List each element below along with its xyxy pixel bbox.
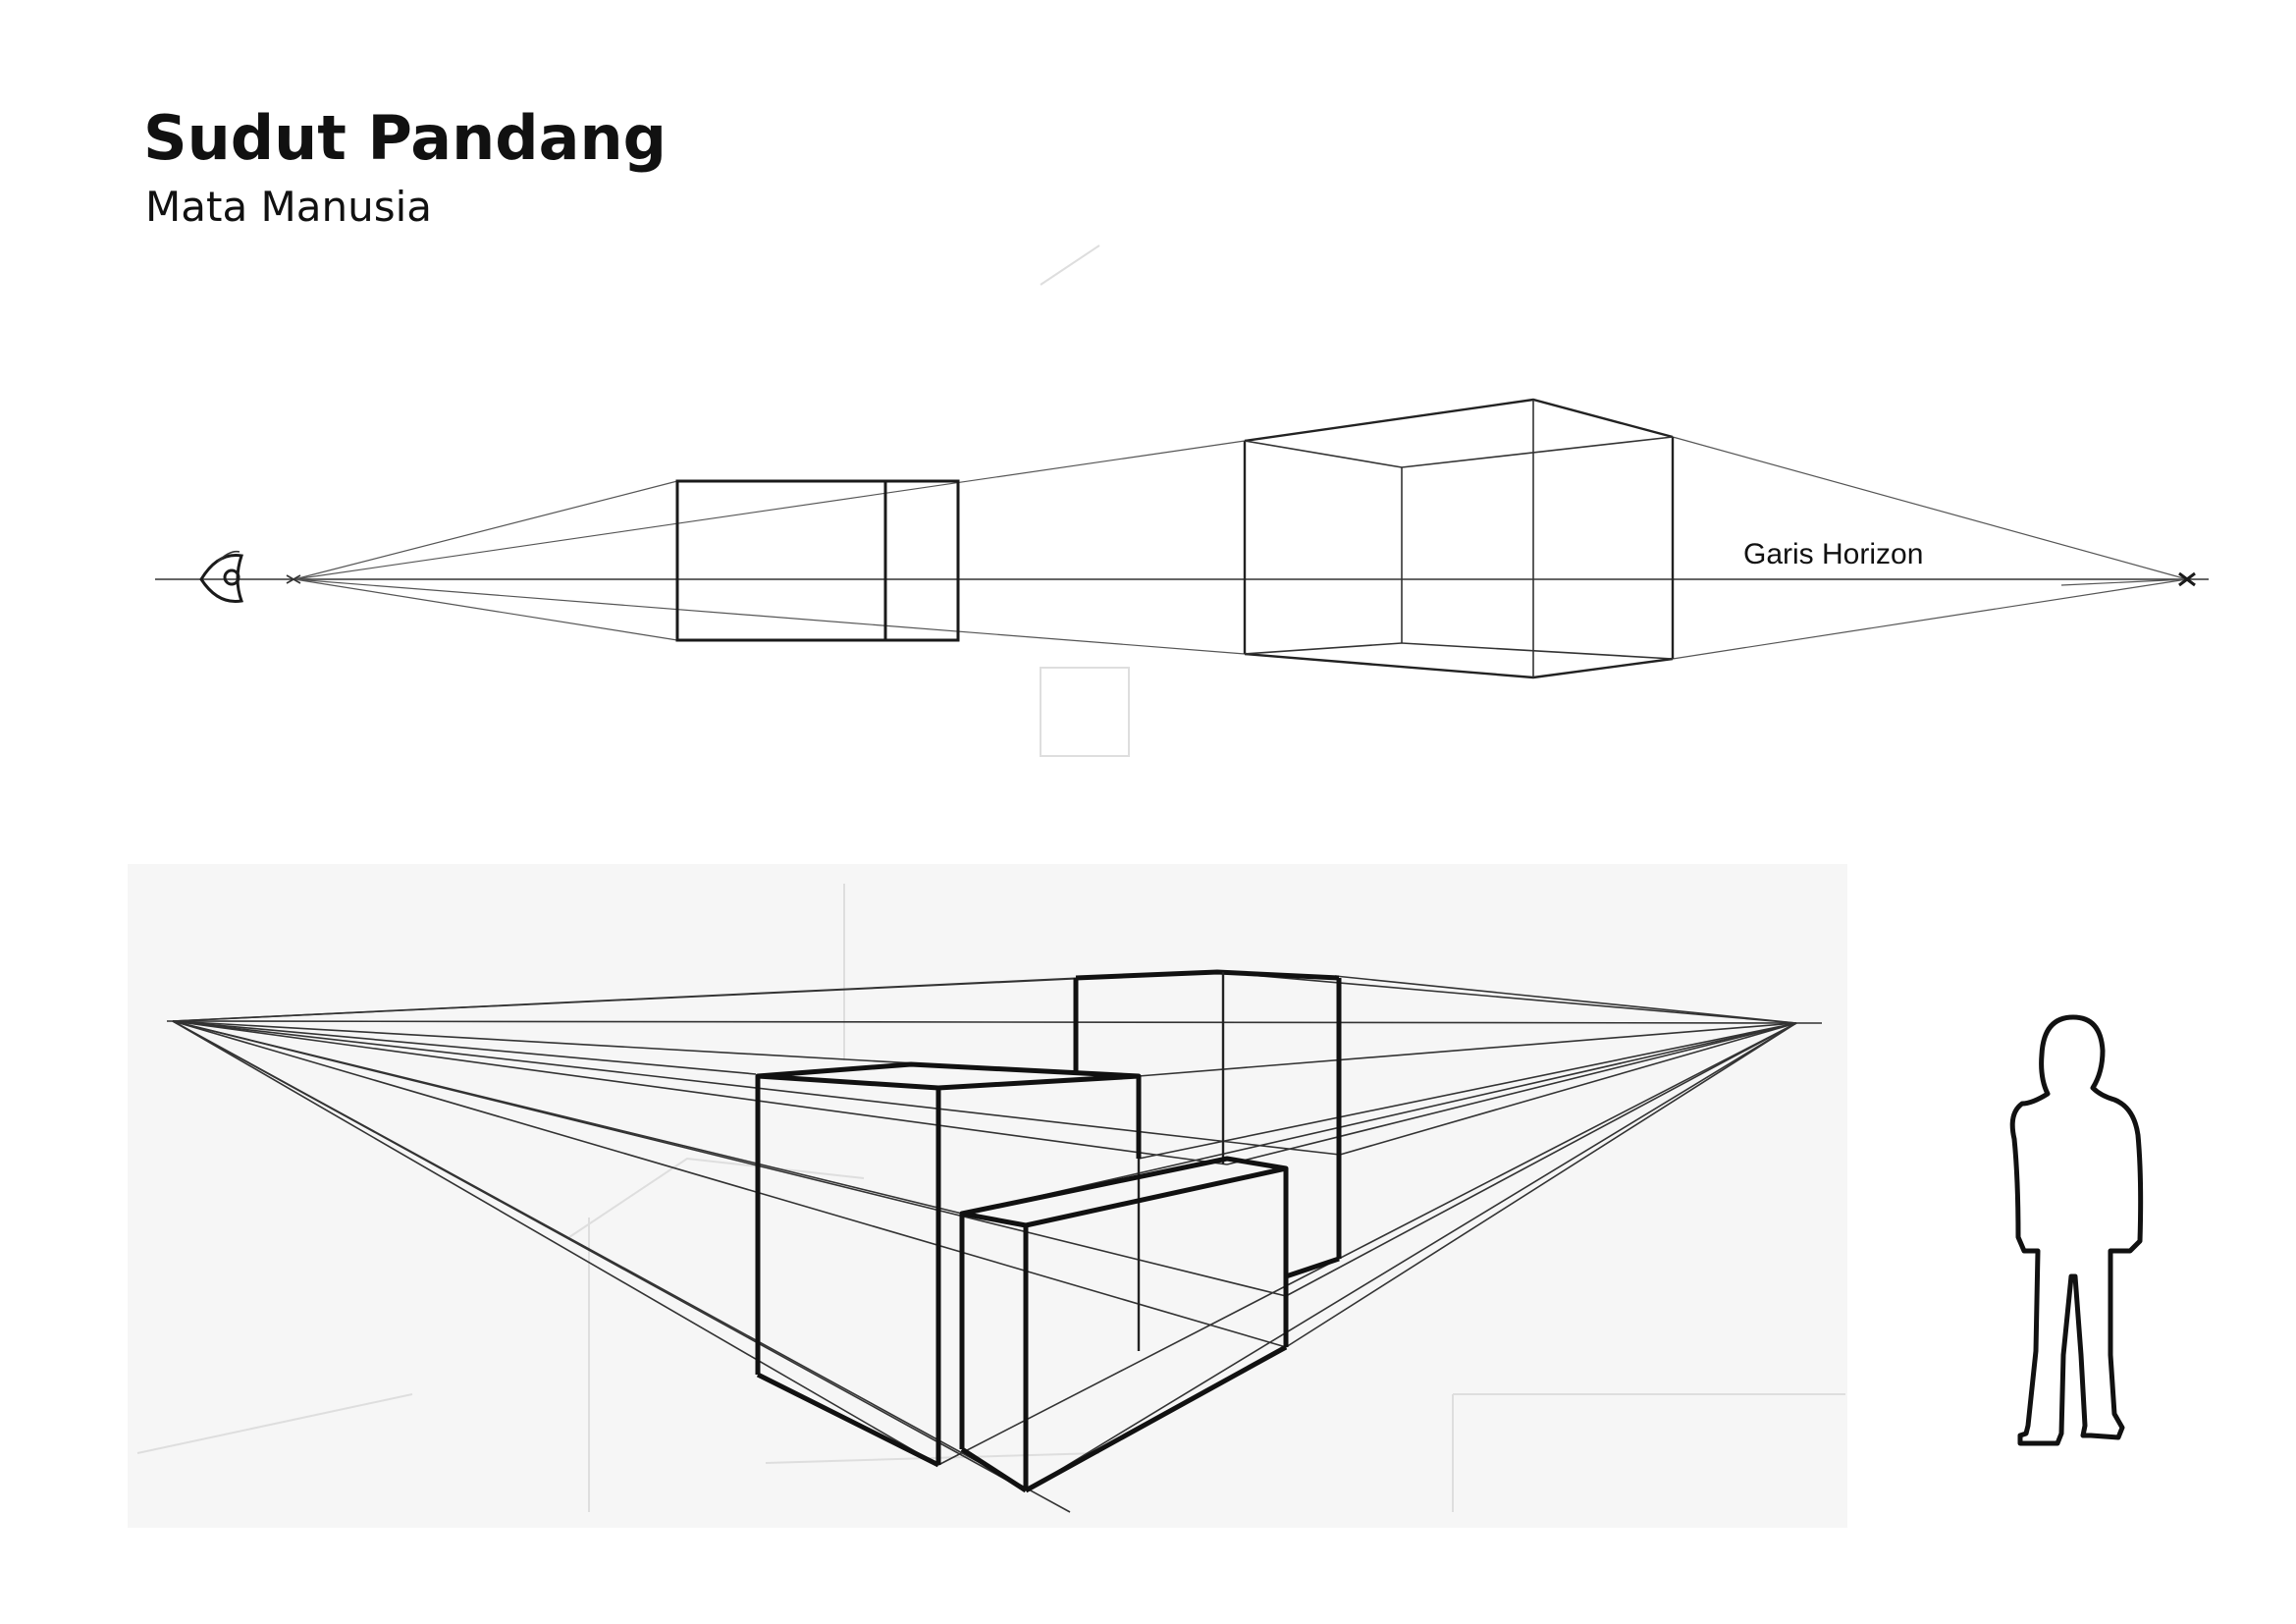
ghost-mark: [1041, 245, 1099, 285]
large-box: [1245, 400, 1673, 677]
large-box-inner-line: [1402, 643, 1673, 659]
sight-ray: [294, 579, 677, 640]
large-box-inner-line: [1245, 441, 1402, 467]
human-figure-icon: [2012, 1017, 2140, 1443]
sight-ray: [294, 579, 1245, 654]
small-box: [677, 481, 958, 640]
large-box-inner-line: [1245, 643, 1402, 654]
large-box-inner-line: [1402, 437, 1673, 467]
top-diagram: Garis Horizon: [155, 245, 2209, 756]
vanishing-ray: [1673, 579, 2187, 659]
horizon-label: Garis Horizon: [1743, 538, 1923, 570]
large-box-top: [1245, 400, 1673, 441]
sight-ray: [294, 481, 677, 579]
ghost-box: [1041, 668, 1129, 756]
small-box-front: [677, 481, 958, 640]
sketch-paper: [128, 864, 1847, 1528]
eye-icon: [201, 552, 241, 602]
large-box-bottom: [1245, 654, 1673, 677]
sight-ray: [294, 441, 1245, 579]
bottom-diagram: [128, 864, 1847, 1528]
